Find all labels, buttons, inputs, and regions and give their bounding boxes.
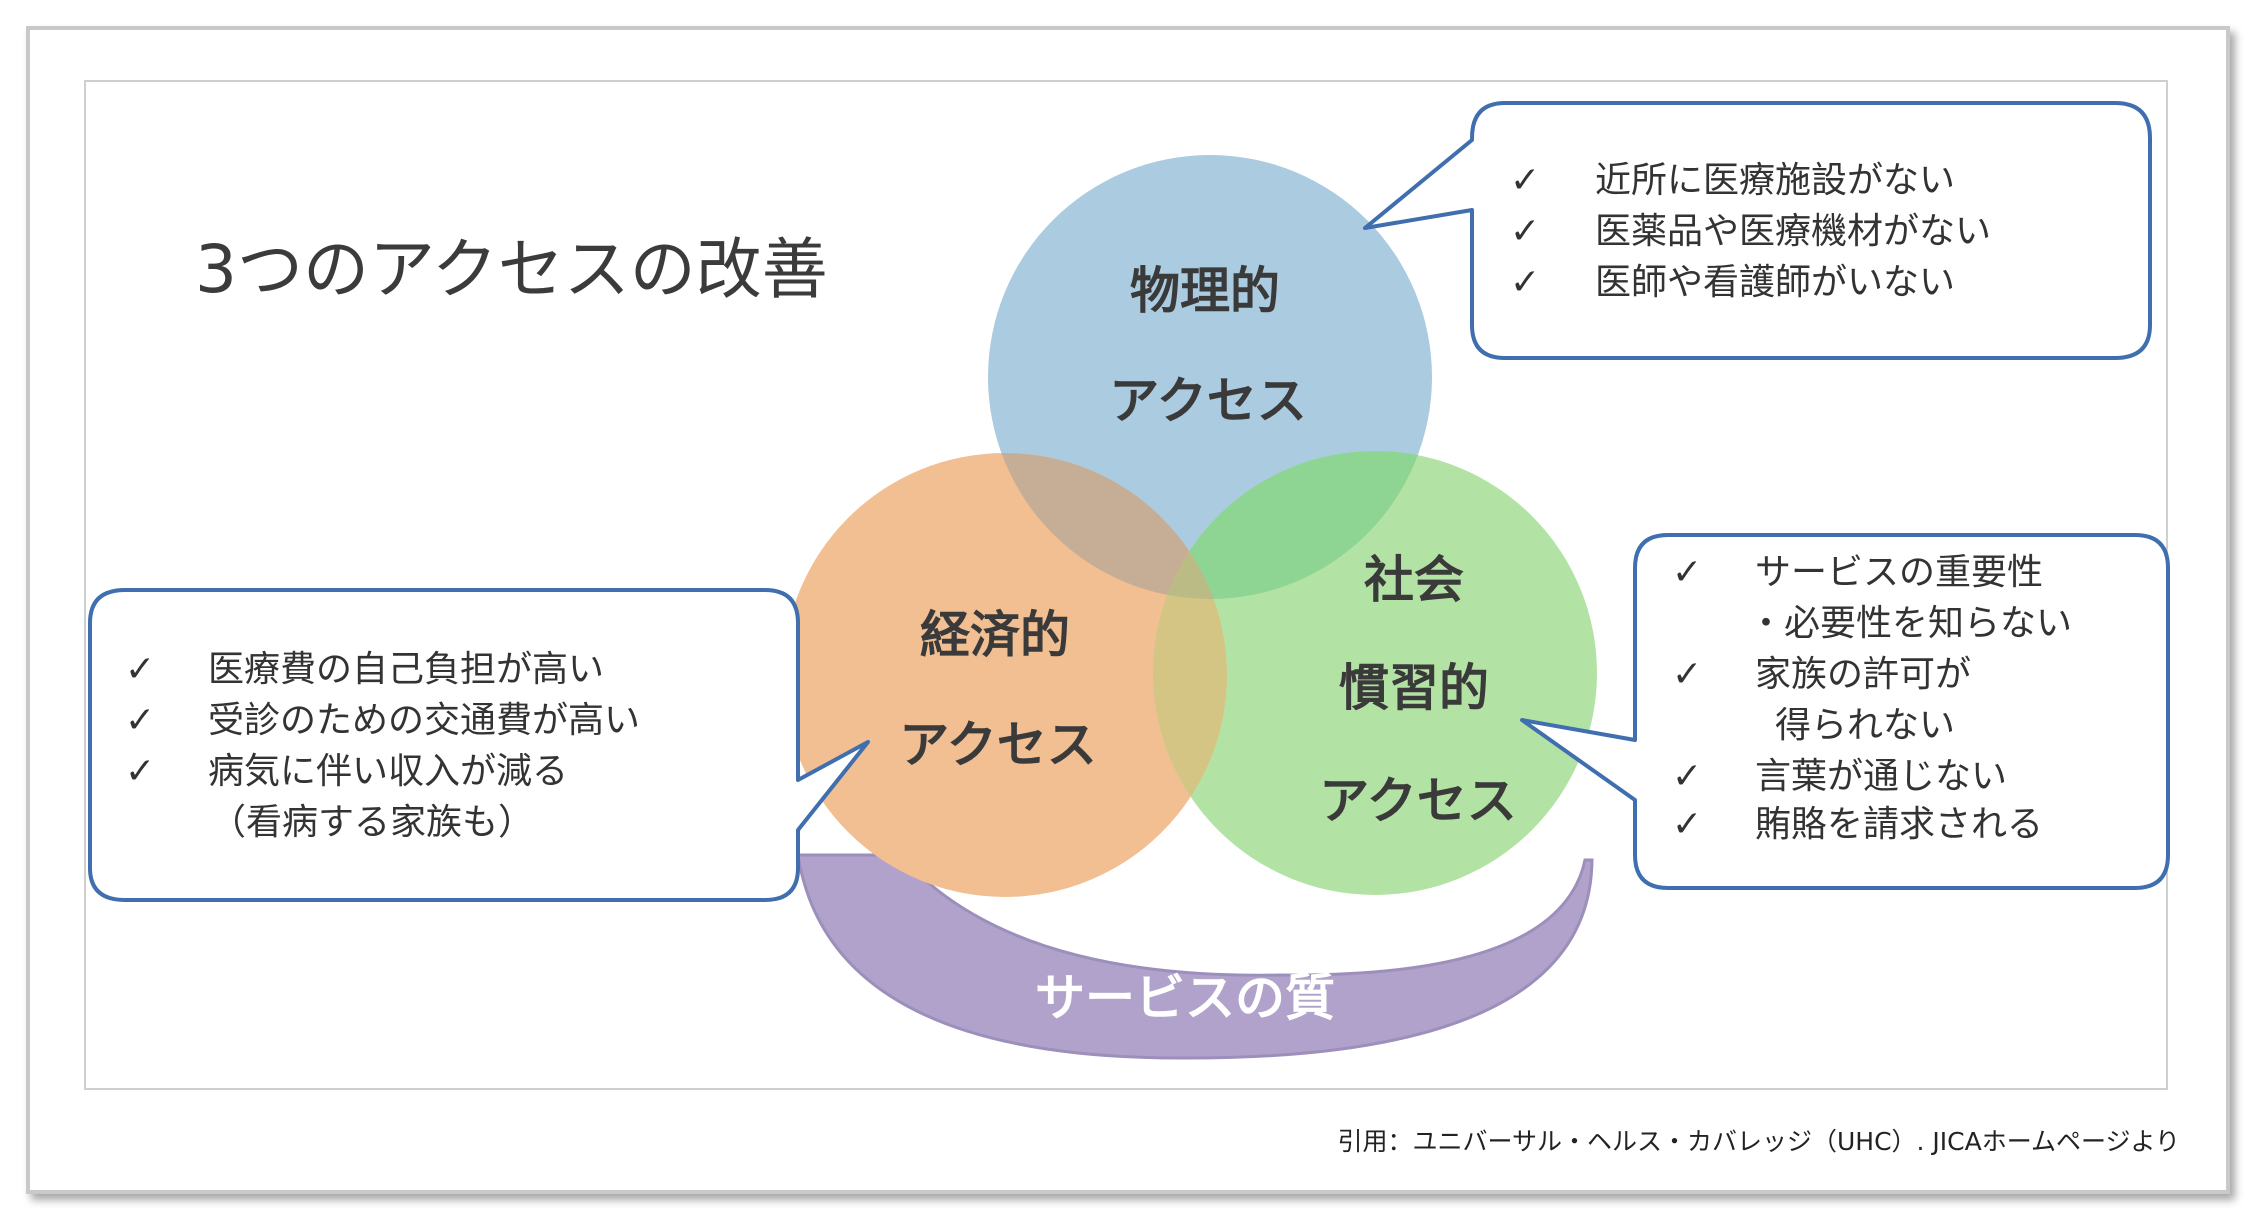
- check-icon: ✓: [1510, 160, 1540, 201]
- callout-physical: [1363, 101, 2152, 360]
- physical-label-line2: アクセス: [1109, 372, 1307, 430]
- callout-social-items: ✓ サービスの重要性 ・必要性を知らない ✓ 家族の許可が 得られない ✓ 言葉…: [1672, 552, 2072, 845]
- check-icon: ✓: [1672, 552, 1702, 593]
- callout-physical-items: ✓ 近所に医療施設がない ✓ 医薬品や医療機材がない ✓ 医師や看護師がいない: [1510, 160, 1991, 303]
- diagram-title: 3つのアクセスの改善: [195, 231, 828, 308]
- callout-economic: [88, 588, 870, 902]
- check-icon: ✓: [125, 751, 155, 792]
- check-icon: ✓: [1672, 756, 1702, 797]
- service-quality-band: [796, 853, 1594, 1060]
- source-caption: 引用：ユニバーサル・ヘルス・カバレッジ（UHC）. JICAホームページより: [1337, 1127, 2180, 1156]
- social-item-1: サービスの重要性: [1755, 552, 2043, 593]
- check-icon: ✓: [1510, 262, 1540, 303]
- social-item-2: 家族の許可が: [1755, 654, 1971, 695]
- overlap-physical-economic: [988, 453, 1227, 599]
- physical-item-3: 医師や看護師がいない: [1595, 262, 1955, 303]
- check-icon: ✓: [1672, 804, 1702, 845]
- social-label-line1: 社会: [1364, 551, 1464, 609]
- social-label-line3: アクセス: [1319, 772, 1517, 830]
- check-icon: ✓: [1672, 654, 1702, 695]
- social-item-1b: ・必要性を知らない: [1748, 603, 2072, 644]
- overlap-physical-social: [1153, 451, 1432, 599]
- physical-label-line1: 物理的: [1130, 262, 1280, 320]
- service-quality-label: サービスの質: [1035, 969, 1335, 1027]
- physical-item-1: 近所に医療施設がない: [1595, 160, 1955, 201]
- callout-social: [1520, 533, 2170, 890]
- check-icon: ✓: [125, 700, 155, 741]
- callout-economic-items: ✓ 医療費の自己負担が高い ✓ 受診のための交通費が高い ✓ 病気に伴い収入が減…: [125, 649, 640, 843]
- check-icon: ✓: [1510, 211, 1540, 252]
- social-item-2b: 得られない: [1775, 705, 1955, 746]
- economic-label-line2: アクセス: [899, 716, 1097, 774]
- physical-item-2: 医薬品や医療機材がない: [1595, 211, 1991, 252]
- social-label-line2: 慣習的: [1339, 659, 1489, 717]
- social-item-4: 賄賂を請求される: [1755, 804, 2043, 845]
- economic-item-1: 医療費の自己負担が高い: [208, 649, 604, 690]
- economic-label-line1: 経済的: [920, 606, 1070, 664]
- social-item-3: 言葉が通じない: [1755, 756, 2007, 797]
- economic-item-3: 病気に伴い収入が減る: [208, 751, 568, 792]
- economic-item-note: （看病する家族も）: [210, 802, 534, 843]
- economic-item-2: 受診のための交通費が高い: [208, 700, 640, 741]
- check-icon: ✓: [125, 649, 155, 690]
